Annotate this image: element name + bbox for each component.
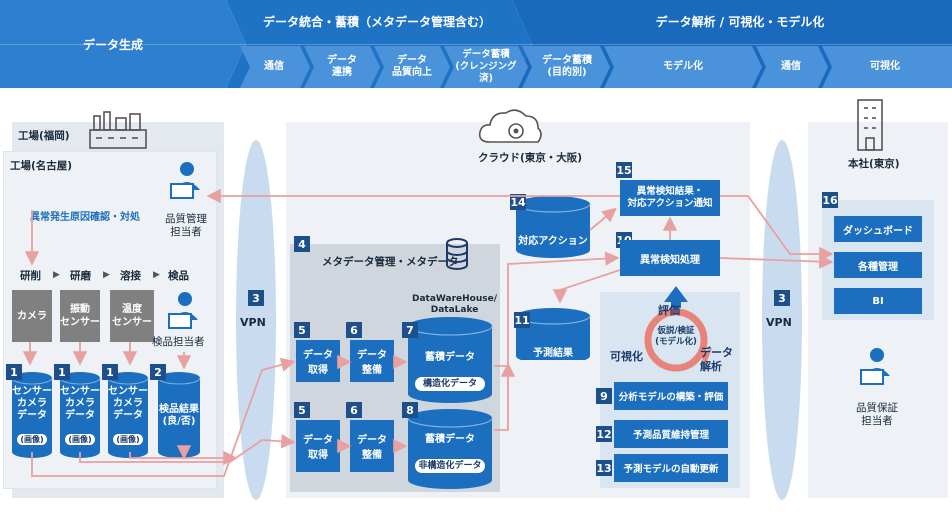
database-icon <box>446 238 468 270</box>
acquire-badge-1: 5 <box>294 322 310 338</box>
task-model-build: 分析モデルの構築・評価 <box>614 382 728 410</box>
inspector-label: 検品担当者 <box>152 336 205 348</box>
task-badge-13: 13 <box>596 460 612 476</box>
hq-badge: 16 <box>822 192 838 208</box>
acquire-box-1: データ 取得 <box>296 340 340 382</box>
dwh-label: DataWareHouse/ DataLake <box>412 294 498 316</box>
process-inspection: 検品 <box>168 270 189 282</box>
store-struct-chip: 構造化データ <box>414 376 486 392</box>
hq-management: 各種管理 <box>834 252 922 278</box>
action-predict-cylinders <box>515 196 591 360</box>
notify-badge: 15 <box>616 162 632 178</box>
cycle-analysis-label: データ 解析 <box>700 346 733 373</box>
arrange-badge-2: 6 <box>346 402 362 418</box>
factory-fukuoka-title: 工場(福岡) <box>18 130 70 142</box>
subheader-chevrons <box>240 46 952 88</box>
cycle-graphic <box>644 286 712 372</box>
subheader-purpose: データ蓄積 (目的別) <box>542 54 592 79</box>
cylinder-badge: 1 <box>54 364 70 380</box>
vpn-left-badge: 3 <box>248 290 264 306</box>
predict-label: 予測結果 <box>533 348 573 359</box>
quality-manager-label: 品質管理 担当者 <box>165 213 207 239</box>
hq-title: 本社(東京) <box>848 158 900 170</box>
task-badge-9: 9 <box>596 388 612 404</box>
action-label: 対応アクション <box>518 236 588 247</box>
detect-box: 異常検知処理 <box>620 240 720 276</box>
quality-manager-icon <box>170 162 200 199</box>
acquire-badge-2: 5 <box>294 402 310 418</box>
sensor-temperature: 温度 センサー <box>110 290 154 342</box>
metadata-badge: 4 <box>294 236 310 252</box>
action-badge: 14 <box>510 194 526 210</box>
process-arrow-icon: ▶ <box>53 270 60 280</box>
process-welding: 溶接 <box>120 270 141 282</box>
cloud-title: クラウド(東京・大阪) <box>478 152 583 164</box>
hq-dashboard: ダッシュボード <box>834 216 922 242</box>
process-arrow-icon: ▶ <box>103 270 110 280</box>
cycle-eval-label: 評価 <box>658 304 680 317</box>
header-analysis: データ解析 / 可視化・モデル化 <box>655 14 825 29</box>
sensor-camera: カメラ <box>12 290 52 342</box>
store-unstruct-label: 蓄積データ <box>425 434 475 445</box>
task-badge-12: 12 <box>596 426 612 442</box>
predict-badge: 11 <box>514 312 530 328</box>
cylinder-chip-image: (画像) <box>113 434 143 445</box>
store-unstruct-badge: 8 <box>402 402 418 418</box>
factory-icon <box>89 111 147 149</box>
store-unstruct-chip: 非構造化データ <box>414 458 486 474</box>
subheader-modeling: モデル化 <box>663 60 703 72</box>
acquire-box-2: データ 取得 <box>296 420 340 472</box>
process-arrow-icon: ▶ <box>153 270 160 280</box>
metadata-title: メタデータ管理・メタデータ <box>322 256 459 268</box>
cloud-gear-icon <box>478 109 542 143</box>
subheader-quality: データ 品質向上 <box>392 54 432 79</box>
subheader-comm-2: 通信 <box>781 60 801 72</box>
arrange-box-1: データ 整備 <box>350 340 394 382</box>
cylinder-badge: 1 <box>102 364 118 380</box>
cylinder-badge: 1 <box>6 364 22 380</box>
task-quality-maintain: 予測品質維持管理 <box>614 420 728 448</box>
vpn-right-badge: 3 <box>774 290 790 306</box>
process-grinding: 研削 <box>20 270 41 282</box>
store-struct-label: 蓄積データ <box>425 352 475 363</box>
sensor-vibration: 振動 センサー <box>60 290 100 342</box>
notify-box: 異常検知結果・ 対応アクション通知 <box>620 180 720 216</box>
subheader-comm-1: 通信 <box>264 60 284 72</box>
subheader-cleansed: データ蓄積 (クレンジング済) <box>455 49 517 84</box>
cylinder-chip-image: (画像) <box>65 434 95 445</box>
assurance-label: 品質保証 担当者 <box>856 402 898 428</box>
assurance-person-icon <box>860 348 890 385</box>
factory-nagoya-title: 工場(名古屋) <box>10 160 73 172</box>
building-icon <box>857 99 883 151</box>
header-data-generation: データ生成 <box>82 37 143 52</box>
arrange-badge-1: 6 <box>346 322 362 338</box>
arrange-box-2: データ 整備 <box>350 420 394 472</box>
inspector-icon <box>168 292 198 329</box>
cycle-vis-label: 可視化 <box>610 350 643 363</box>
vpn-left-label: VPN <box>240 316 266 329</box>
subheader-visualization: 可視化 <box>870 60 900 72</box>
vpn-right-label: VPN <box>766 316 792 329</box>
subheader-data-link: データ 連携 <box>327 54 357 79</box>
process-polishing: 研磨 <box>70 270 91 282</box>
header-integration: データ統合・蓄積（メタデータ管理含む） <box>262 14 491 29</box>
hq-bi: BI <box>834 288 922 314</box>
investigation-label: 異常発生原因確認・対処 <box>30 212 140 223</box>
cylinder-badge: 2 <box>150 364 166 380</box>
cylinder-chip-image: (画像) <box>17 434 47 445</box>
store-struct-badge: 7 <box>402 322 418 338</box>
cycle-center-label: 仮説/検証 (モデル化) <box>655 326 697 347</box>
task-auto-update: 予測モデルの自動更新 <box>614 454 728 482</box>
